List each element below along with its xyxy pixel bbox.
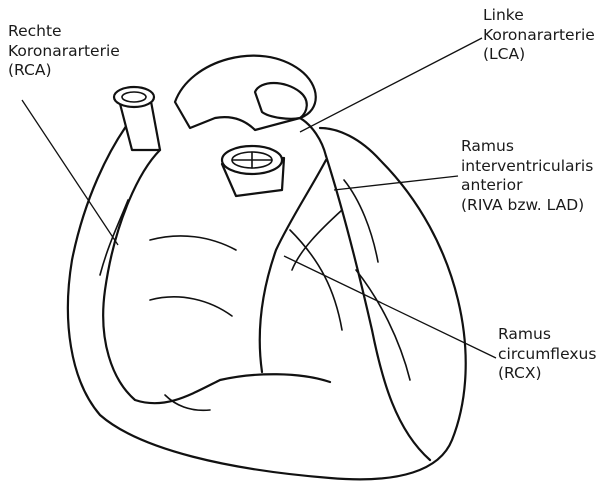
label-line: (RCX) xyxy=(498,364,596,384)
rca-branch-2 xyxy=(165,395,210,410)
label-left-coronary-artery: Linke Koronararterie (LCA) xyxy=(483,6,595,65)
surface-contour-2 xyxy=(150,297,232,316)
label-line: anterior xyxy=(461,176,593,196)
vessel-opening-left xyxy=(114,87,154,107)
label-line: Rechte xyxy=(8,22,120,42)
label-ramus-circumflexus: Ramus circumflexus (RCX) xyxy=(498,325,596,384)
lad-branch-3 xyxy=(344,180,378,262)
rca-branch-1 xyxy=(100,200,128,275)
leader-line-rca xyxy=(22,100,118,245)
surface-contour-1 xyxy=(150,236,236,250)
label-line: circumflexus xyxy=(498,345,596,365)
label-line: Ramus xyxy=(461,137,593,157)
label-line: Koronararterie xyxy=(8,42,120,62)
label-line: Ramus xyxy=(498,325,596,345)
label-right-coronary-artery: Rechte Koronararterie (RCA) xyxy=(8,22,120,81)
label-line: Koronararterie xyxy=(483,26,595,46)
leader-line-rcx xyxy=(284,256,496,358)
label-line: (LCA) xyxy=(483,45,595,65)
label-line: Linke xyxy=(483,6,595,26)
left-coronary-artery xyxy=(300,118,326,156)
leader-line-lca xyxy=(300,38,482,132)
label-ramus-interventricularis-anterior: Ramus interventricularis anterior (RIVA … xyxy=(461,137,593,215)
right-coronary-artery xyxy=(103,150,330,403)
label-line: (RCA) xyxy=(8,61,120,81)
label-line: interventricularis xyxy=(461,157,593,177)
lad-branch-2 xyxy=(356,270,410,380)
label-line: (RIVA bzw. LAD) xyxy=(461,196,593,216)
